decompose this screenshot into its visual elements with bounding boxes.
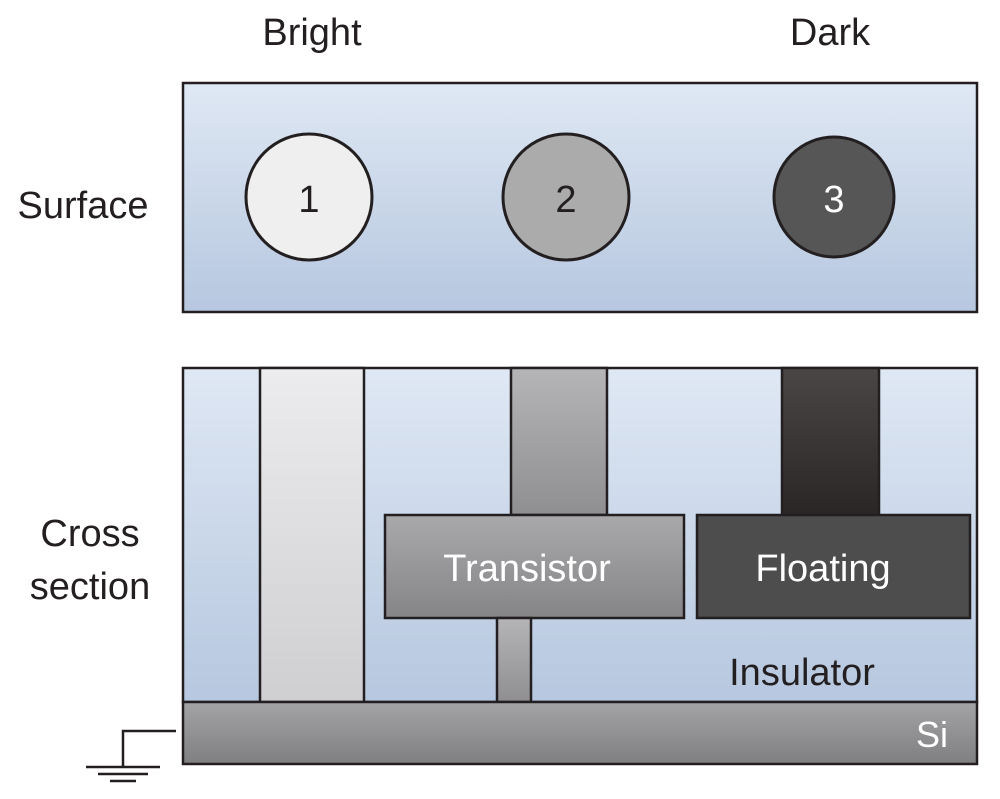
floating-box (695, 513, 972, 620)
dark-label: Dark (790, 12, 871, 54)
si-substrate (181, 700, 979, 766)
surface-row-label: Surface (18, 185, 149, 227)
bright-contact (258, 366, 366, 704)
floating-contact-plug (780, 366, 881, 517)
cross-row-label-line1: Cross (40, 513, 139, 555)
transistor-label: Transistor (443, 548, 611, 590)
surface-dot-3: 3 (772, 135, 896, 259)
si-label: Si (916, 714, 948, 755)
floating-label: Floating (755, 548, 890, 590)
surface-dot-1: 1 (244, 132, 374, 262)
cross-row-label-line2: section (30, 566, 150, 608)
ground-symbol-icon (86, 729, 176, 783)
transistor-box (383, 513, 686, 620)
surface-dot-1-label: 1 (298, 179, 319, 221)
surface-dot-2-label: 2 (555, 179, 576, 221)
bright-label: Bright (262, 12, 362, 54)
transistor-contact-plug (509, 366, 609, 517)
surface-dot-2: 2 (501, 132, 631, 262)
transistor-stem (495, 616, 533, 704)
surface-dot-3-label: 3 (823, 179, 844, 221)
insulator-label: Insulator (729, 652, 875, 694)
